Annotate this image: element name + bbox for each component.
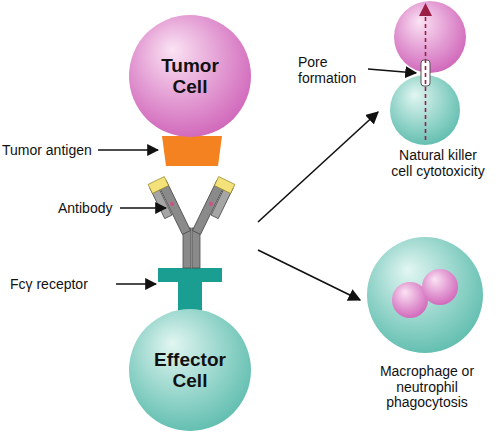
callout-label: Pore formation xyxy=(298,54,370,86)
effector-cell: Effector Cell xyxy=(128,308,252,432)
arrow-head xyxy=(419,3,432,16)
receptor-bar xyxy=(158,268,222,282)
binding-tip xyxy=(148,177,169,194)
dashed-arrow xyxy=(425,14,427,140)
leader-arrow xyxy=(368,69,416,73)
leader-arrow xyxy=(98,149,158,151)
node-label: Natural killer cell cytotoxicity xyxy=(388,148,488,179)
macrophage-circle xyxy=(367,237,483,353)
antibody-arm xyxy=(192,177,234,239)
cell-circle xyxy=(129,15,251,137)
receptor-stem xyxy=(178,280,202,314)
leader-arrow xyxy=(120,207,166,209)
macrophage-group: Macrophage or neutrophil phagocytosis xyxy=(362,232,492,422)
node-label: Tumor Cell xyxy=(150,55,230,98)
engulfed-cell xyxy=(422,269,458,305)
disulfide-dot xyxy=(169,201,174,206)
outcome-arrow xyxy=(258,250,360,300)
node-text-area: Tumor Cell xyxy=(128,14,252,138)
outcome-arrow xyxy=(258,112,378,222)
nk-cell-group: Natural killer cell cytotoxicity xyxy=(382,0,494,200)
callout-label: Antibody xyxy=(58,200,122,216)
tumor-cell: Tumor Cell xyxy=(128,14,252,138)
cell-circle xyxy=(129,309,251,431)
node-text-area: Natural killer cell cytotoxicity xyxy=(382,148,494,200)
node-text-area: Macrophage or neutrophil phagocytosis xyxy=(362,364,492,420)
binding-tip xyxy=(214,177,235,194)
tumor-antigen-shape xyxy=(162,136,222,166)
callout-label: Tumor antigen xyxy=(2,142,100,158)
callout-label: Fcγ receptor xyxy=(10,276,118,292)
node-label: Macrophage or neutrophil phagocytosis xyxy=(372,364,482,411)
node-label: Effector Cell xyxy=(145,349,235,392)
disulfide-dot xyxy=(208,201,213,206)
node-text-area: Effector Cell xyxy=(128,308,252,432)
leader-arrow xyxy=(116,283,156,285)
